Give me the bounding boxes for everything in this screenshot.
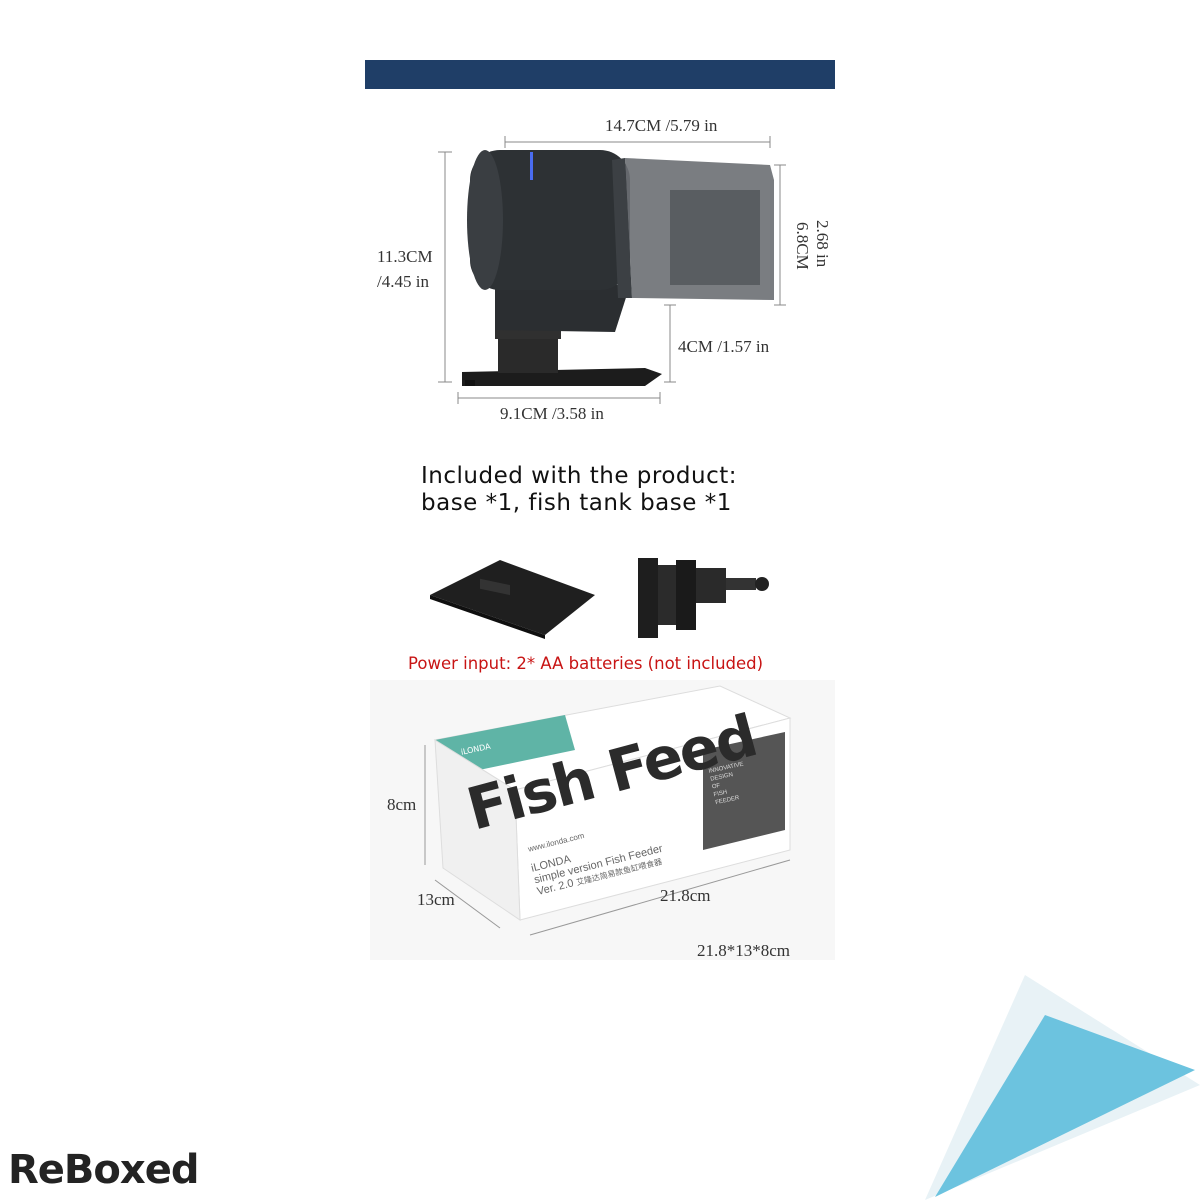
box-height-label: 8cm bbox=[387, 795, 417, 814]
included-heading: Included with the product: base *1, fish… bbox=[421, 463, 737, 517]
base-accessory-image bbox=[430, 560, 595, 639]
product-dimension-diagram: 14.7CM /5.79 in 11.3CM /4.45 in 2.68 in … bbox=[370, 110, 840, 430]
feeder-illustration bbox=[438, 136, 786, 404]
box-length-label: 21.8cm bbox=[660, 886, 711, 905]
box-depth-label: 13cm bbox=[417, 890, 455, 909]
base-width-label: 9.1CM /3.58 in bbox=[500, 404, 604, 423]
page-curl-graphic bbox=[925, 975, 1200, 1200]
hopper-in-label: 2.68 in bbox=[813, 220, 832, 268]
power-note: Power input: 2* AA batteries (not includ… bbox=[408, 654, 764, 673]
hopper-cm-label: 6.8CM bbox=[793, 222, 812, 270]
packaging-box-diagram: Fish Feed iLONDA www.ilonda.com iLONDA s… bbox=[365, 680, 835, 970]
tank-mount-image bbox=[638, 558, 769, 638]
width-label: 14.7CM /5.79 in bbox=[605, 116, 718, 135]
included-line-2: base *1, fish tank base *1 bbox=[421, 490, 732, 516]
box-size-summary: 21.8*13*8cm bbox=[697, 941, 791, 960]
box-illustration bbox=[370, 680, 835, 960]
header-bar bbox=[365, 60, 835, 89]
reboxed-logo: ReBoxed bbox=[8, 1147, 199, 1193]
included-line-1: Included with the product: bbox=[421, 463, 738, 489]
height-in-label: /4.45 in bbox=[377, 272, 429, 291]
height-cm-label: 11.3CM bbox=[377, 247, 433, 266]
clearance-label: 4CM /1.57 in bbox=[678, 337, 770, 356]
